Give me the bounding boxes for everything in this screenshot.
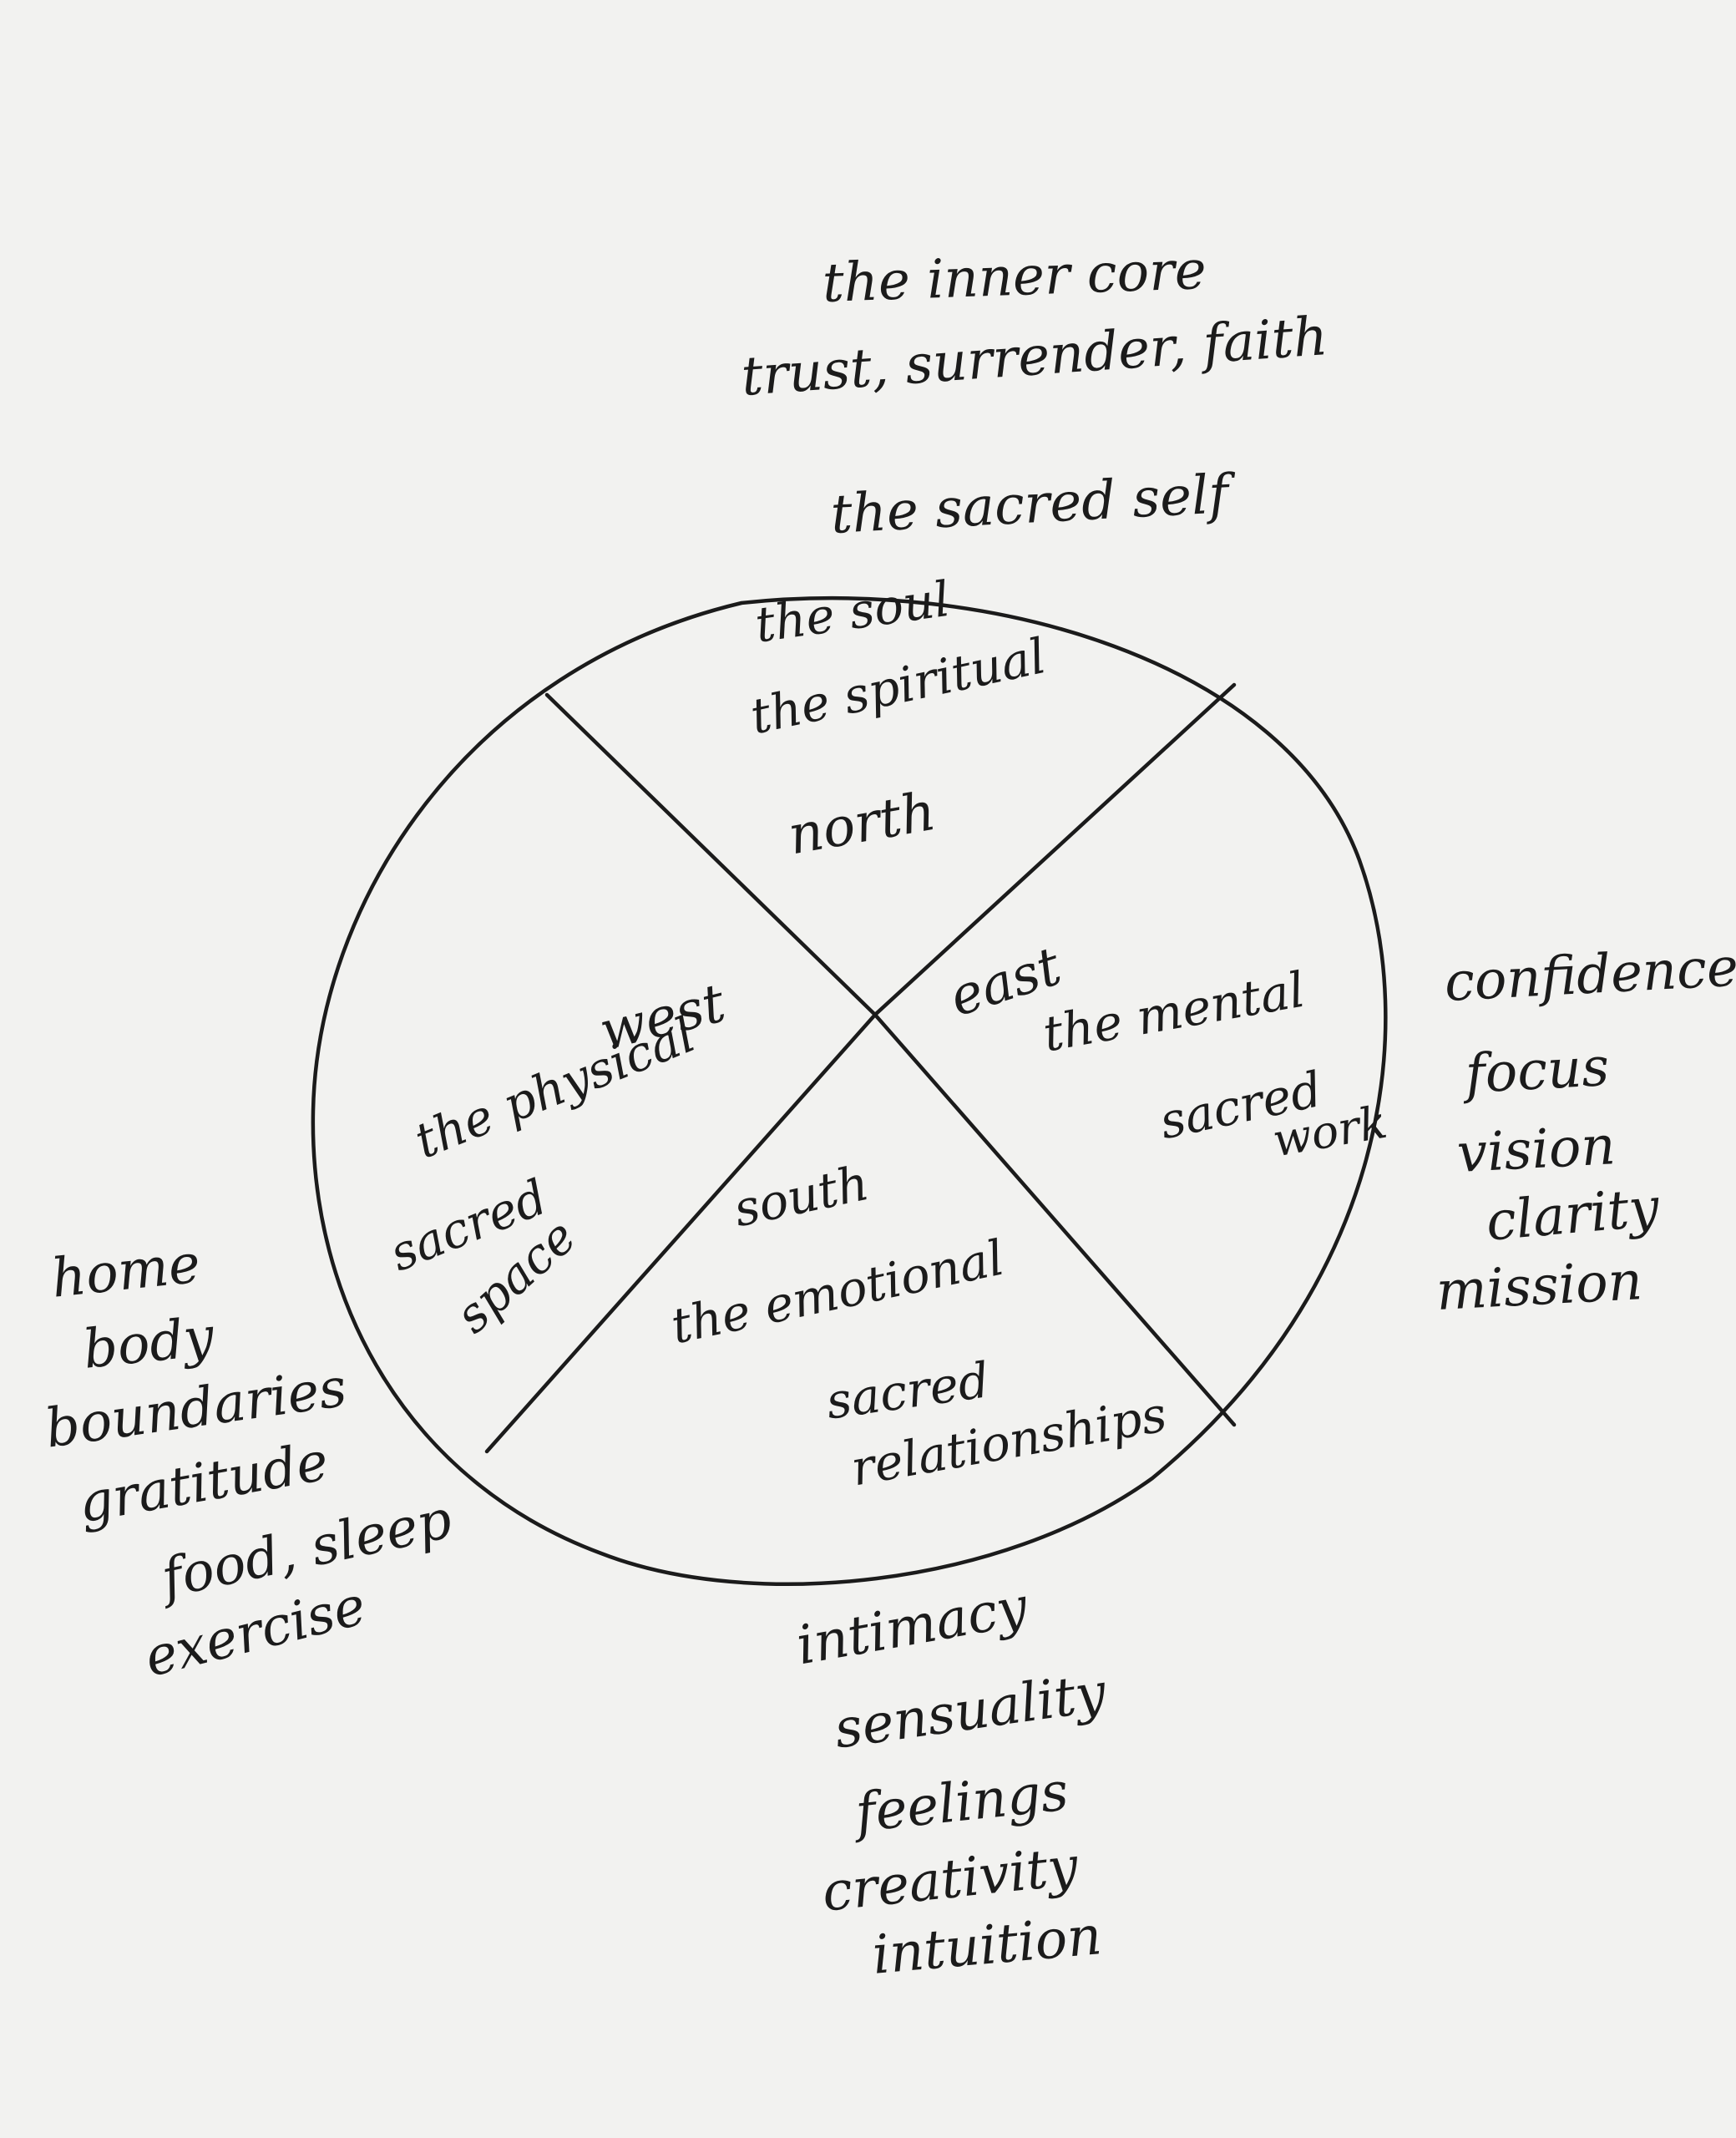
divider-northeast-to-southwest [484,682,1237,1454]
east-quality-mission: mission [1435,1250,1644,1323]
east-quality-focus: focus [1464,1036,1611,1106]
west-quality-body: body [80,1305,217,1381]
east-quality-vision: vision [1455,1115,1617,1185]
west-quality-home: home [48,1233,204,1310]
header-inner-core: the inner core [821,239,1207,315]
east-quality-confidence: confidence [1443,936,1736,1014]
east-quality-clarity: clarity [1483,1177,1662,1254]
wheel-circle [311,595,1388,1586]
